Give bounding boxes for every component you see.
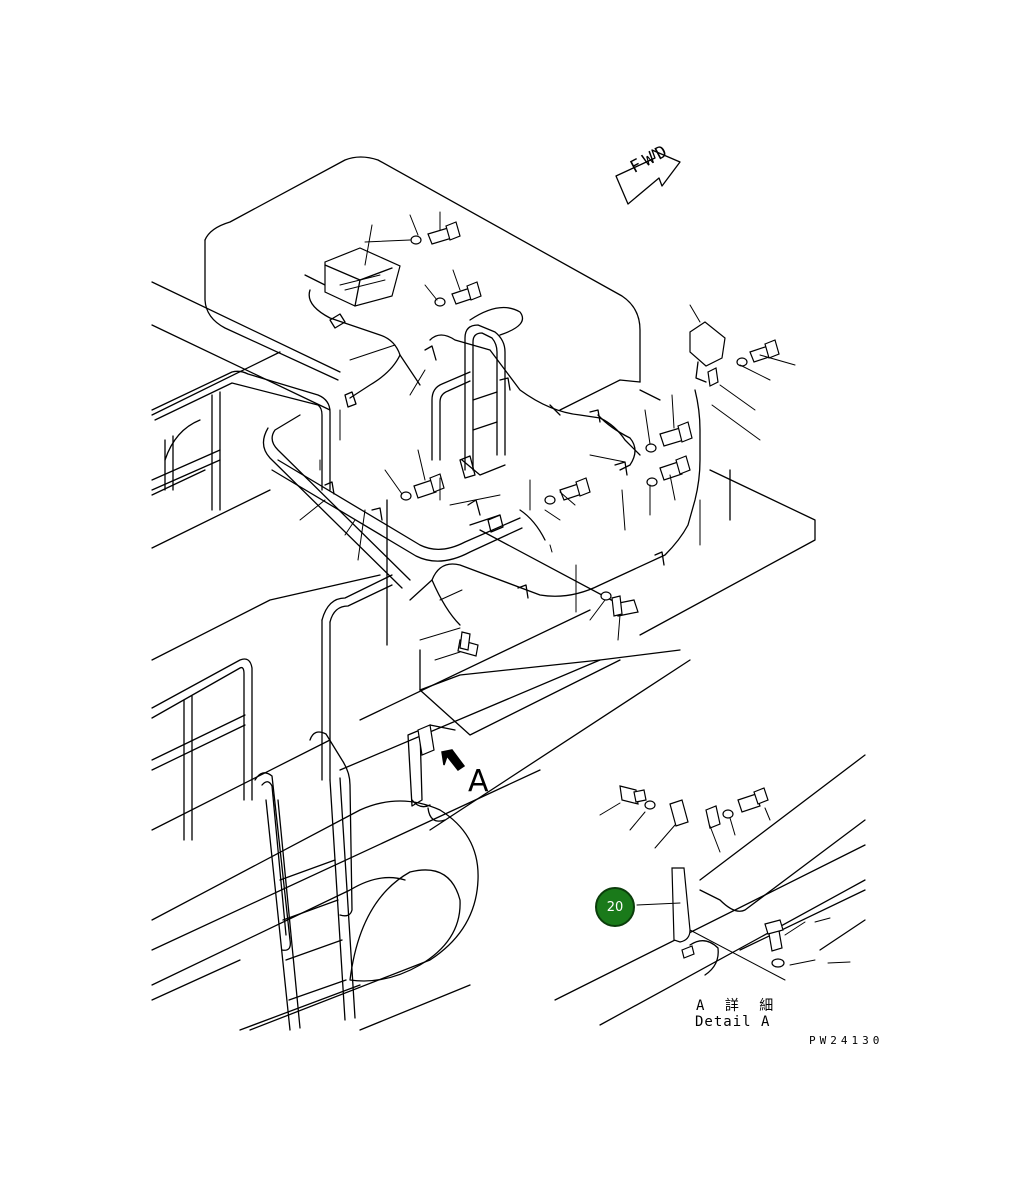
detail-label-japanese: A 詳 細 — [696, 998, 780, 1014]
detail-label-english: Detail A — [695, 1014, 771, 1030]
part-callout-badge[interactable]: 20 — [595, 887, 635, 927]
roof-ladder-rail — [431, 324, 506, 476]
view-a-bracket — [407, 724, 456, 822]
harness-clamps — [324, 345, 665, 599]
leader-lines — [299, 211, 796, 661]
bolts-and-washers — [400, 221, 780, 657]
front-handrail — [262, 414, 523, 589]
cab-roof — [204, 156, 641, 411]
upper-left-handrail — [151, 370, 331, 511]
view-direction-arrow-icon — [441, 749, 466, 772]
lower-left-handrail — [151, 658, 253, 841]
part-callout-number: 20 — [606, 899, 624, 915]
drawing-number: PW24130 — [809, 1034, 884, 1047]
wire-harness — [308, 289, 701, 626]
crawler-track — [151, 800, 479, 1031]
view-a-label: A — [468, 764, 489, 799]
access-ladder — [239, 574, 393, 1031]
work-lamp-right — [689, 321, 726, 387]
detail-a-view — [554, 754, 866, 1026]
fwd-arrow-icon — [615, 149, 681, 205]
machine-deck — [151, 281, 816, 951]
roof-lamp — [324, 247, 401, 329]
